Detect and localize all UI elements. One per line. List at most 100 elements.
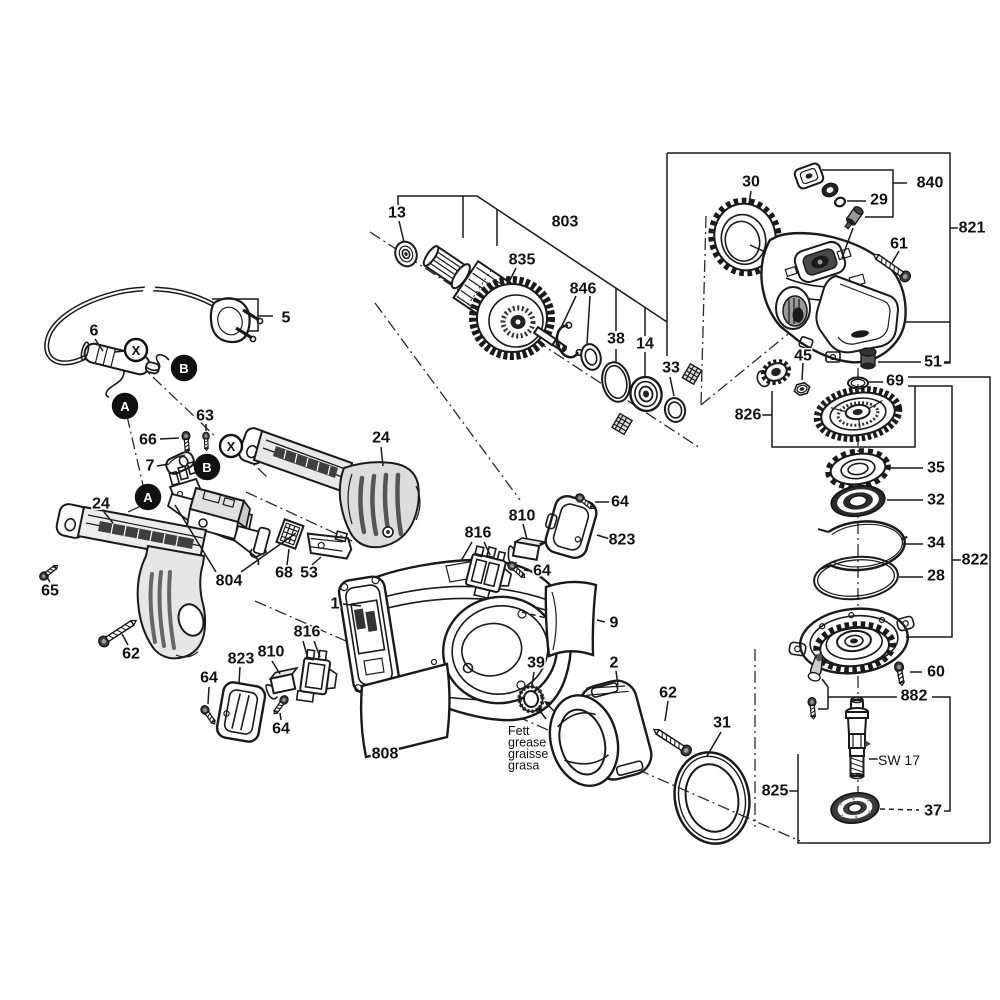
marker-letter-B: B — [179, 361, 188, 376]
grease-arrows — [537, 701, 555, 720]
ring-gear-30 — [708, 197, 782, 277]
cable-break — [141, 282, 156, 299]
screw-882 — [807, 696, 819, 720]
part-label-60: 60 — [927, 664, 945, 681]
wire-b — [145, 354, 170, 372]
part-label-803: 803 — [552, 214, 579, 231]
o-ring-29 — [833, 196, 847, 208]
part-label-66: 66 — [139, 432, 157, 449]
part-label-64: 64 — [272, 721, 290, 738]
isolator-plate — [681, 362, 703, 386]
part-label-2: 2 — [610, 655, 619, 672]
screw-62-left — [95, 615, 140, 650]
lock-lever-882 — [807, 653, 824, 682]
part-label-1: 1 — [331, 596, 340, 613]
spindle — [845, 696, 871, 780]
part-label-9: 9 — [610, 615, 619, 632]
leader-lines — [44, 152, 991, 844]
connection-marker-A: A — [134, 483, 162, 511]
part-label-62: 62 — [122, 646, 140, 663]
armature-assembly — [394, 240, 703, 436]
pinion-gear — [756, 359, 792, 388]
handle-half-top-24 — [238, 427, 421, 549]
screw-63 — [201, 431, 211, 452]
part-label-34: 34 — [927, 535, 945, 552]
part-label-28: 28 — [927, 568, 945, 585]
part-label-846: 846 — [570, 281, 597, 298]
brush-holder-816-left — [295, 648, 338, 703]
marker-letter-A: A — [120, 399, 130, 414]
part-label-SW-17: SW 17 — [878, 752, 920, 768]
marker-letter-X: X — [132, 343, 141, 358]
wire-a — [105, 370, 125, 398]
strain-relief — [80, 341, 160, 376]
switch-module-804 — [166, 460, 271, 566]
connection-marker-B: B — [193, 453, 221, 481]
part-label-38: 38 — [607, 331, 625, 348]
grommet-51 — [859, 347, 877, 370]
part-label-64: 64 — [533, 563, 551, 580]
ring-33 — [663, 397, 687, 423]
part-label-29: 29 — [870, 192, 888, 209]
connection-marker-X: X — [218, 433, 244, 459]
part-label-65: 65 — [41, 583, 59, 600]
grease-note-line: grease — [508, 736, 546, 750]
part-label-810: 810 — [509, 508, 536, 525]
part-label-810: 810 — [258, 644, 285, 661]
screw-62-right — [650, 724, 695, 759]
part-label-882: 882 — [901, 688, 928, 705]
part-label-63: 63 — [196, 408, 214, 425]
bearing-37 — [830, 791, 880, 825]
part-label-69: 69 — [886, 373, 904, 390]
grease-note-line: Fett — [508, 724, 530, 738]
screw-64 — [270, 693, 291, 717]
part-label-35: 35 — [927, 460, 945, 477]
part-label-68: 68 — [275, 565, 293, 582]
marker-letter-X: X — [227, 439, 236, 454]
part-label-816: 816 — [465, 525, 492, 542]
part-label-31: 31 — [713, 715, 731, 732]
part-label-32: 32 — [927, 492, 945, 509]
ring-38 — [601, 361, 631, 403]
connection-marker-B: B — [170, 354, 198, 382]
bearing-32 — [830, 484, 886, 518]
brush-holder-816-upper — [465, 545, 513, 600]
fan — [469, 276, 555, 360]
part-label-61: 61 — [890, 236, 908, 253]
washer-846 — [580, 343, 602, 371]
part-label-33: 33 — [662, 360, 680, 377]
part-label-64: 64 — [611, 494, 629, 511]
label-sticker-808 — [359, 662, 451, 759]
isolator-plate — [610, 412, 634, 436]
connection-marker-X: X — [123, 337, 149, 363]
part-label-821: 821 — [959, 220, 986, 237]
part-label-816: 816 — [294, 624, 321, 641]
clamping-ring-31 — [673, 751, 751, 845]
part-label-7: 7 — [146, 458, 155, 475]
part-label-51: 51 — [924, 354, 942, 371]
part-label-823: 823 — [609, 532, 636, 549]
grease-note-line: grasa — [508, 759, 539, 773]
part-label-13: 13 — [388, 205, 406, 222]
part-label-808: 808 — [372, 746, 399, 763]
parts-layer — [37, 162, 915, 845]
field-stator-2 — [548, 679, 653, 788]
screw-60 — [893, 660, 908, 687]
part-label-64: 64 — [200, 670, 218, 687]
grease-ring-39 — [517, 684, 545, 714]
part-label-822: 822 — [962, 552, 989, 569]
part-label-826: 826 — [735, 407, 762, 424]
part-label-804: 804 — [216, 573, 243, 590]
marker-letter-A: A — [143, 490, 153, 505]
power-cord — [44, 282, 264, 398]
bearing-14 — [629, 375, 663, 413]
handle-half-left-24 — [55, 503, 208, 660]
insulating-plate-9 — [544, 580, 598, 658]
switch-slider-53 — [306, 530, 353, 560]
part-label-825: 825 — [762, 783, 789, 800]
gear-housing — [760, 231, 907, 364]
spindle-lock-parts-840 — [793, 162, 864, 259]
